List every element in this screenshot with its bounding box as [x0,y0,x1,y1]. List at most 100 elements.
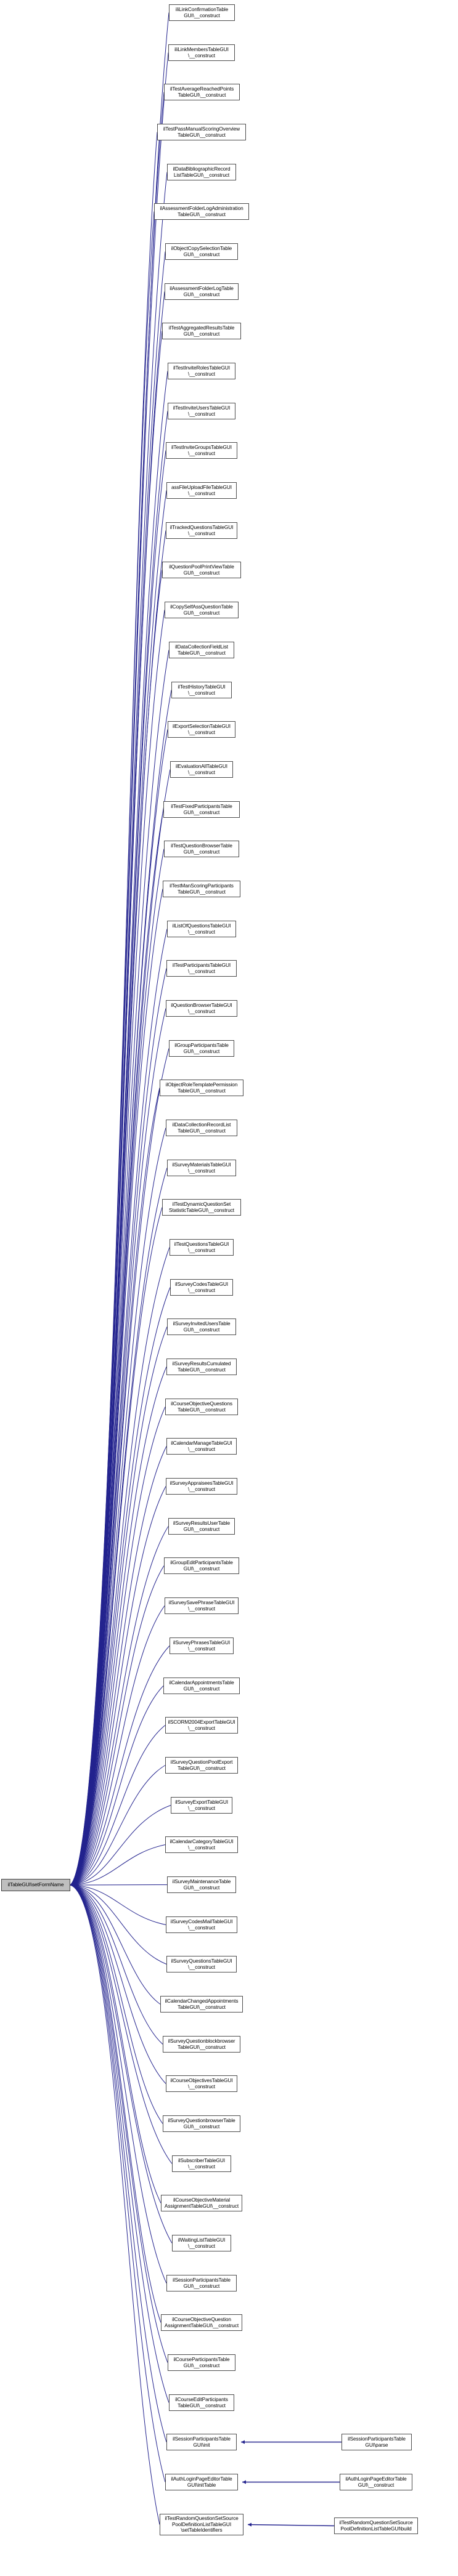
caller-node[interactable]: ilSCORM2004ExportTableGUI \__construct [165,1717,238,1734]
caller-node[interactable]: assFileUploadFileTableGUI \__construct [166,482,237,499]
graph-edge [70,1884,166,1925]
caller-node-level2[interactable]: ilTestRandomQuestionSetSource PoolDefini… [334,2517,418,2534]
caller-node[interactable]: ilDataCollectionFieldList TableGUI\__con… [169,642,234,658]
caller-node[interactable]: ilTestHistoryTableGUI \__construct [171,682,232,698]
caller-node[interactable]: ilCalendarManageTableGUI \__construct [166,1438,237,1455]
caller-node[interactable]: ilSurveyCodesTableGUI \__construct [170,1279,233,1296]
caller-node[interactable]: ilTestAggregatedResultsTable GUI\__const… [162,323,241,339]
graph-edge [70,1884,163,2045]
graph-edge [70,1884,168,2363]
graph-edge [70,769,171,1886]
caller-node[interactable]: ilCourseObjectiveQuestions TableGUI\__co… [165,1399,238,1415]
graph-edge [70,331,163,1886]
caller-node[interactable]: ilCourseParticipantsTable GUI\__construc… [168,2354,235,2371]
graph-edge [70,1884,160,2525]
caller-node[interactable]: ilTestInviteRolesTableGUI \__construct [168,363,235,379]
graph-edge [70,968,167,1886]
graph-edge [70,729,168,1886]
caller-node[interactable]: ilSubscriberTableGUI \__construct [172,2155,231,2172]
caller-node[interactable]: ilSurveyMaintenanceTable GUI\__construct [167,1876,236,1893]
graph-edge [70,92,165,1886]
graph-edge [70,570,163,1886]
caller-node[interactable]: ilSurveyQuestionPoolExport TableGUI\__co… [165,1757,238,1774]
caller-node[interactable]: ilDataBibliographicRecord ListTableGUI\_… [167,164,236,180]
caller-node[interactable]: iliLinkConfirmationTable GUI\__construct [169,4,235,21]
graph-edge [70,849,165,1886]
graph-edge [70,610,165,1886]
caller-node[interactable]: ilCourseObjectivesTableGUI \__construct [166,2075,237,2092]
caller-node[interactable]: ilSurveyInvitedUsersTable GUI\__construc… [167,1318,236,1335]
caller-node[interactable]: iliLinkMembersTableGUI \__construct [168,44,235,61]
caller-node[interactable]: ilCalendarCategoryTableGUI \__construct [165,1836,238,1853]
caller-node[interactable]: ilGroupEditParticipantsTable GUI\__const… [164,1557,239,1574]
caller-node[interactable]: ilSurveyResultsUserTable GUI\__construct [168,1518,235,1535]
caller-node[interactable]: ilTestManScoringParticipants TableGUI\__… [163,881,240,897]
graph-edge [70,450,166,1886]
graph-edge [70,1008,166,1886]
graph-edge [70,12,170,1886]
caller-node[interactable]: ilSessionParticipantsTable GUI\init [166,2434,237,2450]
caller-node[interactable]: ilDataCollectionRecordList TableGUI\__co… [166,1120,237,1136]
caller-node[interactable]: ilTestInviteGroupsTableGUI \__construct [166,442,237,459]
caller-node-level2[interactable]: ilAuthLoginPageEditorTable GUI\__constru… [340,2474,412,2490]
caller-node[interactable]: ilTestQuestionsTableGUI \__construct [170,1239,234,1256]
caller-node[interactable]: ilCourseObjectiveMaterial AssignmentTabl… [161,2195,242,2211]
caller-node[interactable]: ilSurveyCodesMailTableGUI \__construct [166,1916,237,1933]
caller-node[interactable]: ilSurveyExportTableGUI \__construct [171,1797,232,1814]
caller-node-level2[interactable]: ilSessionParticipantsTable GUI\parse [341,2434,412,2450]
graph-edge [70,690,172,1886]
graph-edge [70,1486,166,1886]
graph-edge [70,291,165,1886]
caller-node[interactable]: ilTestAverageReachedPoints TableGUI\__co… [164,84,240,100]
caller-node[interactable]: ilQuestionPoolPrintViewTable GUI\__const… [162,562,241,578]
graph-edge [70,1565,165,1886]
caller-node[interactable]: ilQuestionBrowserTableGUI \__construct [166,1000,237,1017]
graph-edge [70,1088,160,1886]
caller-node[interactable]: ilSurveyQuestionbrowserTable GUI\__const… [163,2115,240,2132]
caller-node[interactable]: ilSurveyAppraiseesTableGUI \__construct [166,1478,237,1495]
caller-node[interactable]: ilAssessmentFolderLogTable GUI\__constru… [165,283,239,300]
graph-edge [70,1884,167,2283]
caller-node[interactable]: ilGroupParticipantsTable GUI\__construct [169,1040,234,1057]
caller-node[interactable]: ilTrackedQuestionsTableGUI \__construct [166,522,237,539]
graph-edge [70,1446,167,1886]
caller-node[interactable]: ilTestRandomQuestionSetSource PoolDefini… [160,2514,243,2535]
graph-edge [70,211,155,1886]
caller-node[interactable]: ilAssessmentFolderLogAdministration Tabl… [154,203,249,220]
caller-node[interactable]: ilSurveyQuestionblockbrowser TableGUI\__… [163,2036,240,2053]
caller-node[interactable]: ilTestInviteUsersTableGUI \__construct [168,403,235,419]
caller-node[interactable]: ilSurveyMaterialsTableGUI \__construct [167,1160,236,1176]
graph-edge [70,1884,173,2243]
caller-node[interactable]: ilSurveyQuestionsTableGUI \__construct [166,1956,237,1972]
caller-node[interactable]: ilSurveyResultsCumulated TableGUI\__cons… [166,1359,237,1375]
graph-edge [70,1765,166,1886]
caller-node[interactable]: ilCalendarChangedAppointments TableGUI\_… [160,1996,243,2013]
caller-node[interactable]: ilCourseObjectiveQuestion AssignmentTabl… [161,2314,242,2331]
graph-edge [70,1884,163,2124]
graph-edge [70,411,168,1886]
caller-node[interactable]: ilSurveyPhrasesTableGUI \__construct [170,1637,234,1654]
caller-node[interactable]: ilCourseEditParticipants TableGUI\__cons… [169,2394,234,2411]
caller-node[interactable]: ilCopySelfAssQuestionTable GUI\__constru… [165,602,239,618]
caller-node[interactable]: ilTestDynamicQuestionSet StatisticTableG… [162,1199,241,1216]
caller-node[interactable]: ilWaitingListTableGUI \__construct [172,2235,231,2251]
caller-node[interactable]: ilObjectCopySelectionTable GUI\__constru… [165,243,238,260]
graph-edge [70,889,163,1886]
caller-node[interactable]: ilTestFixedParticipantsTable GUI\__const… [163,801,240,818]
root-node-set-form-name[interactable]: ilTableGUI\setFormName [1,1879,70,1891]
graph-edge [70,490,167,1886]
caller-node[interactable]: ilObjectRoleTemplatePermission TableGUI\… [160,1080,243,1096]
caller-node[interactable]: ilTestParticipantsTableGUI \__construct [166,960,237,977]
caller-node[interactable]: ilListOfQuestionsTableGUI \__construct [167,921,236,937]
caller-node[interactable]: ilSurveySavePhraseTableGUI \__construct [165,1597,239,1614]
graph-edge-arrow [247,2522,335,2527]
caller-node[interactable]: ilEvaluationAllTableGUI \__construct [170,761,233,778]
caller-node[interactable]: ilTestPassManualScoringOverview TableGUI… [157,124,246,140]
caller-node[interactable]: ilExportSelectionTableGUI \__construct [168,721,235,738]
graph-edge [70,929,168,1886]
caller-node[interactable]: ilTestQuestionBrowserTable GUI\__constru… [164,841,239,857]
caller-node[interactable]: ilSessionParticipantsTable GUI\__constru… [166,2275,237,2291]
caller-node[interactable]: ilAuthLoginPageEditorTable GUI\initTable [165,2474,238,2490]
caller-node[interactable]: ilCalendarAppointmentsTable GUI\__constr… [163,1678,240,1694]
